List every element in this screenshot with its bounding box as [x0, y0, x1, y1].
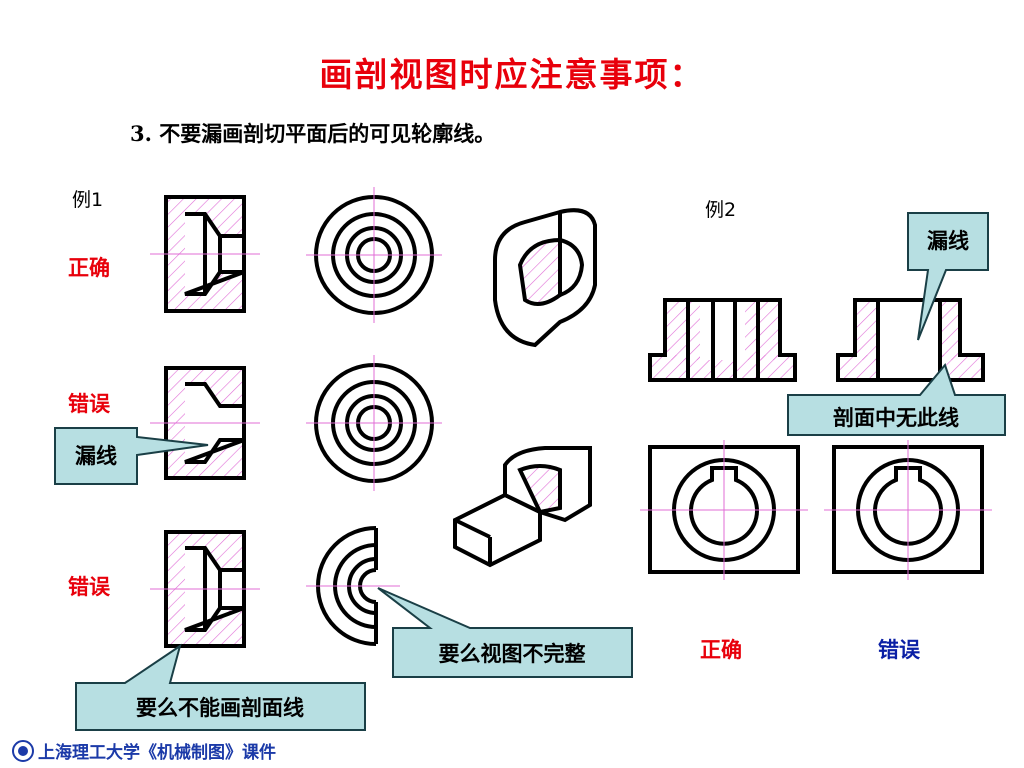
- ex1-row1-top-view: [306, 187, 442, 323]
- ex1-row2-section: [150, 366, 260, 480]
- subtitle: 3. 不要漏画剖切平面后的可见轮廓线。: [130, 121, 496, 146]
- callout-no-hatch: 要么不能画剖面线: [75, 643, 366, 731]
- example1-label: 例1: [72, 189, 104, 211]
- footer: 上海理工大学《机械制图》课件: [12, 738, 276, 763]
- example2-label: 例2: [705, 199, 737, 221]
- callout-text: 漏线: [75, 443, 117, 468]
- callout-missing-line-left: 漏线: [54, 427, 209, 485]
- ex1-row3-half-view: [306, 526, 400, 646]
- row-label-wrong: 错误: [68, 574, 110, 599]
- ex1-row2-top-view: [306, 355, 442, 491]
- row-label-correct: 正确: [68, 255, 110, 280]
- row-label-wrong: 错误: [68, 391, 110, 416]
- callout-text: 漏线: [927, 228, 969, 253]
- ex1-row1-iso: [493, 208, 597, 348]
- footer-text: 上海理工大学《机械制图》课件: [38, 743, 276, 763]
- page-title: 画剖视图时应注意事项：: [319, 55, 705, 94]
- callout-incomplete-view: 要么视图不完整: [377, 587, 633, 678]
- callout-text: 剖面中无此线: [833, 405, 959, 430]
- ex1-row1-section: [150, 195, 260, 313]
- ex2-wrong-front: [836, 298, 985, 382]
- callout-text: 要么不能画剖面线: [136, 695, 304, 720]
- col-label-wrong: 错误: [878, 637, 920, 662]
- ex2-wrong-top: [824, 440, 992, 580]
- callout-no-such-line: 剖面中无此线: [787, 362, 1006, 436]
- ex1-row3-section: [150, 530, 260, 648]
- ex2-correct-front: [648, 298, 797, 382]
- ex2-correct-top: [640, 440, 808, 580]
- university-logo-icon: [12, 739, 34, 762]
- callout-missing-line-right: 漏线: [907, 212, 989, 341]
- callout-text: 要么视图不完整: [439, 641, 586, 666]
- col-label-correct: 正确: [700, 637, 742, 662]
- ex1-row2-iso: [453, 446, 592, 568]
